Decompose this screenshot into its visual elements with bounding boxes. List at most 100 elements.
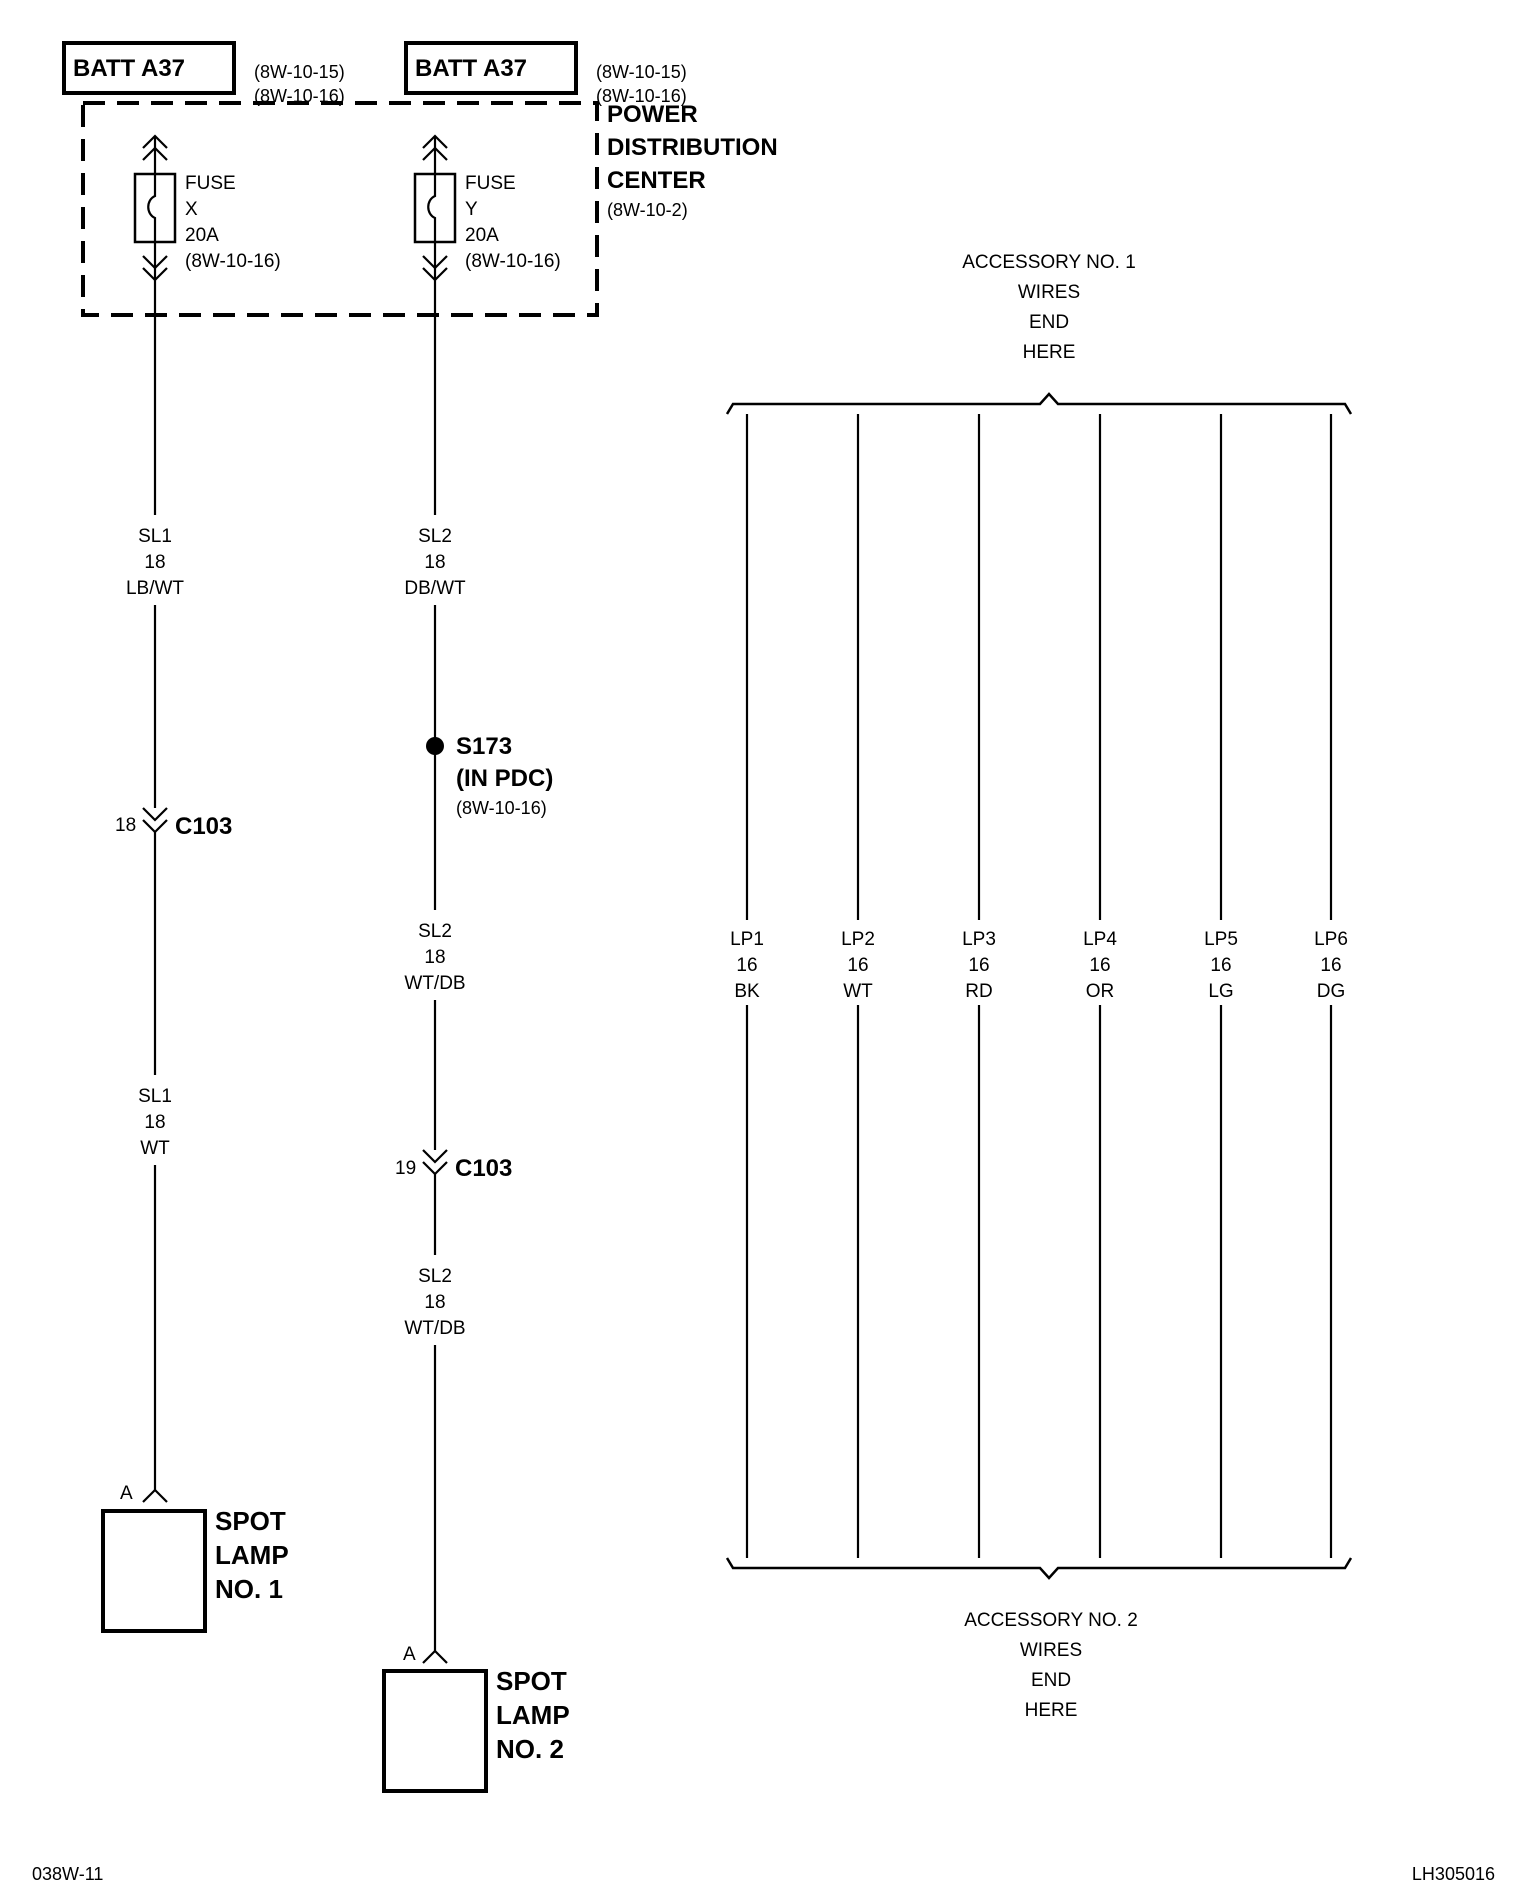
svg-text:18: 18 — [144, 1112, 165, 1133]
svg-text:18: 18 — [424, 947, 445, 968]
wire-label-circuit: LP1 — [730, 929, 764, 950]
svg-text:SPOT: SPOT — [496, 1666, 567, 1696]
svg-text:WIRES: WIRES — [1020, 1640, 1082, 1661]
footer-figure-code: 038W-11 — [32, 1864, 103, 1884]
svg-text:A: A — [403, 1644, 416, 1665]
svg-text:Y: Y — [465, 199, 478, 220]
source-batt-a37-2: BATT A37 (8W-10-15) (8W-10-16) — [404, 41, 687, 106]
connector-c103-pin19: 19 C103 — [395, 1149, 512, 1182]
svg-text:A: A — [120, 1483, 133, 1504]
source-batt-a37-1: BATT A37 (8W-10-15) (8W-10-16) — [62, 41, 345, 106]
svg-text:LAMP: LAMP — [496, 1700, 570, 1730]
svg-text:SL2: SL2 — [418, 526, 452, 547]
wire-label-sl1-top: SL1 18 LB/WT — [126, 526, 184, 599]
power-distribution-center: POWER DISTRIBUTION CENTER (8W-10-2) — [81, 101, 778, 317]
svg-text:END: END — [1031, 1670, 1071, 1691]
svg-text:WT/DB: WT/DB — [404, 973, 465, 994]
svg-text:HERE: HERE — [1023, 342, 1076, 363]
wire-label-gauge: 16 — [736, 955, 757, 976]
accessory-no1-note: ACCESSORY NO. 1 WIRES END HERE — [962, 252, 1136, 363]
svg-text:SL2: SL2 — [418, 1266, 452, 1287]
svg-text:C103: C103 — [175, 813, 232, 840]
svg-text:DISTRIBUTION: DISTRIBUTION — [607, 134, 778, 161]
svg-text:DB/WT: DB/WT — [404, 578, 466, 599]
svg-text:C103: C103 — [455, 1155, 512, 1182]
accessory-no2-note: ACCESSORY NO. 2 WIRES END HERE — [964, 1610, 1138, 1721]
svg-text:BATT A37: BATT A37 — [415, 55, 527, 82]
svg-text:(8W-10-16): (8W-10-16) — [185, 251, 281, 272]
svg-text:SL1: SL1 — [138, 1086, 172, 1107]
svg-text:(8W-10-16): (8W-10-16) — [456, 798, 547, 818]
svg-text:WIRES: WIRES — [1018, 282, 1080, 303]
svg-text:X: X — [185, 199, 198, 220]
svg-text:(IN PDC): (IN PDC) — [456, 765, 553, 792]
spot-lamp-2: A SPOT LAMP NO. 2 — [382, 1644, 570, 1793]
svg-text:WT/DB: WT/DB — [404, 1318, 465, 1339]
svg-text:19: 19 — [395, 1158, 416, 1179]
svg-text:FUSE: FUSE — [465, 173, 516, 194]
wire-label-gauge: 16 — [847, 955, 868, 976]
accessory-bottom-bracket — [725, 1557, 1353, 1580]
fuse-y: FUSE Y 20A (8W-10-16) — [413, 134, 561, 282]
circuit-sl1: SL1 18 LB/WT 18 C103 SL1 18 WT — [115, 280, 232, 1490]
svg-text:18: 18 — [115, 815, 136, 836]
wire-label-color: WT — [843, 981, 873, 1002]
svg-text:POWER: POWER — [607, 101, 698, 128]
wire-label-circuit: LP5 — [1204, 929, 1238, 950]
splice-s173: S173 (IN PDC) (8W-10-16) — [426, 733, 553, 818]
svg-text:(8W-10-16): (8W-10-16) — [596, 86, 687, 106]
circuit-sl2: SL2 18 DB/WT S173 (IN PDC) (8W-10-16) SL… — [395, 280, 553, 1651]
svg-text:20A: 20A — [465, 225, 499, 246]
footer-drawing-number: LH305016 — [1412, 1864, 1495, 1884]
svg-text:(8W-10-16): (8W-10-16) — [465, 251, 561, 272]
wire-label-circuit: LP2 — [841, 929, 875, 950]
wire-label-gauge: 16 — [968, 955, 989, 976]
svg-text:(8W-10-2): (8W-10-2) — [607, 200, 688, 220]
svg-text:18: 18 — [144, 552, 165, 573]
svg-text:ACCESSORY NO. 1: ACCESSORY NO. 1 — [962, 252, 1136, 273]
wire-label-gauge: 16 — [1210, 955, 1231, 976]
wire-label-sl2-mid: SL2 18 WT/DB — [404, 921, 465, 994]
svg-text:WT: WT — [140, 1138, 170, 1159]
svg-text:NO. 2: NO. 2 — [496, 1734, 564, 1764]
wire-label-sl2-top: SL2 18 DB/WT — [404, 526, 466, 599]
svg-text:LAMP: LAMP — [215, 1540, 289, 1570]
svg-text:ACCESSORY NO. 2: ACCESSORY NO. 2 — [964, 1610, 1138, 1631]
svg-text:(8W-10-15): (8W-10-15) — [596, 62, 687, 82]
wire-label-color: DG — [1317, 981, 1346, 1002]
svg-text:LB/WT: LB/WT — [126, 578, 184, 599]
svg-text:18: 18 — [424, 1292, 445, 1313]
wire-label-sl1-bottom: SL1 18 WT — [138, 1086, 172, 1159]
wire-label-circuit: LP6 — [1314, 929, 1348, 950]
svg-text:20A: 20A — [185, 225, 219, 246]
wire-label-circuit: LP3 — [962, 929, 996, 950]
svg-text:SL1: SL1 — [138, 526, 172, 547]
wire-label-color: RD — [965, 981, 992, 1002]
connector-c103-pin18: 18 C103 — [115, 807, 232, 840]
wire-label-color: LG — [1208, 981, 1233, 1002]
svg-text:18: 18 — [424, 552, 445, 573]
svg-text:CENTER: CENTER — [607, 167, 706, 194]
fuse-x: FUSE X 20A (8W-10-16) — [133, 134, 281, 282]
svg-text:HERE: HERE — [1025, 1700, 1078, 1721]
wire-label-sl2-bottom: SL2 18 WT/DB — [404, 1266, 465, 1339]
wire-label-gauge: 16 — [1320, 955, 1341, 976]
svg-text:NO. 1: NO. 1 — [215, 1574, 283, 1604]
wire-label-gauge: 16 — [1089, 955, 1110, 976]
wire-label-color: OR — [1086, 981, 1115, 1002]
svg-text:SL2: SL2 — [418, 921, 452, 942]
svg-text:(8W-10-15): (8W-10-15) — [254, 62, 345, 82]
wire-label-circuit: LP4 — [1083, 929, 1117, 950]
svg-text:END: END — [1029, 312, 1069, 333]
spot-lamp-1: A SPOT LAMP NO. 1 — [101, 1483, 289, 1633]
svg-text:FUSE: FUSE — [185, 173, 236, 194]
wire-label-color: BK — [734, 981, 760, 1002]
svg-text:SPOT: SPOT — [215, 1506, 286, 1536]
